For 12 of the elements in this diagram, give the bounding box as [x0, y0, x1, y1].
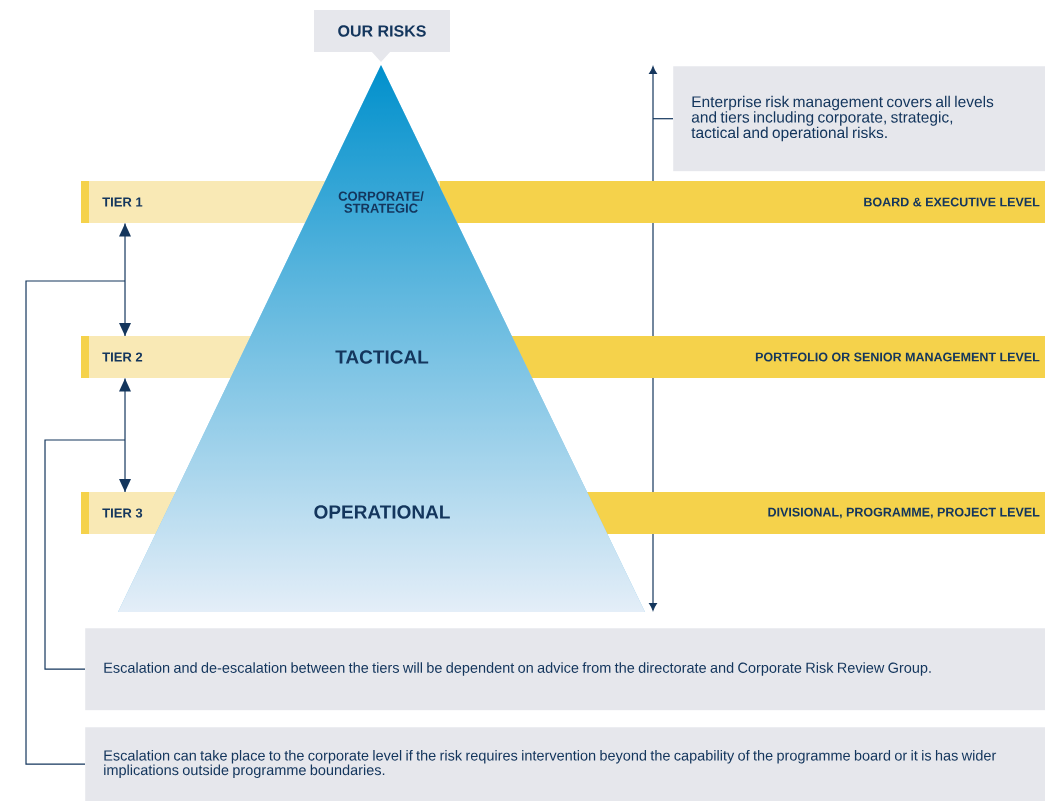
note-box: Enterprise risk management covers all levels and tiers including corporate, strategic, tactical and operational risks. — [673, 66, 1045, 172]
double-arrow — [119, 377, 131, 493]
double-arrow — [119, 222, 131, 337]
leader-line — [652, 118, 674, 120]
leader-line — [25, 280, 126, 765]
callout-box: OUR RISKS — [314, 10, 450, 62]
level-label: TACTICAL — [335, 350, 429, 364]
leader-line — [44, 439, 126, 670]
note-box: Escalation can take place to the corporate level if the risk requires intervention beyond the capability of the programme board or it is has wider implications outside programme boundaries. — [85, 727, 1045, 801]
note-box: Escalation and de-escalation between the tiers will be dependent on advice from the directorate and Corporate Risk Review Group. — [85, 628, 1045, 711]
level-label: CORPORATE/ STRATEGIC — [338, 191, 424, 213]
level-label: OPERATIONAL — [314, 505, 450, 519]
